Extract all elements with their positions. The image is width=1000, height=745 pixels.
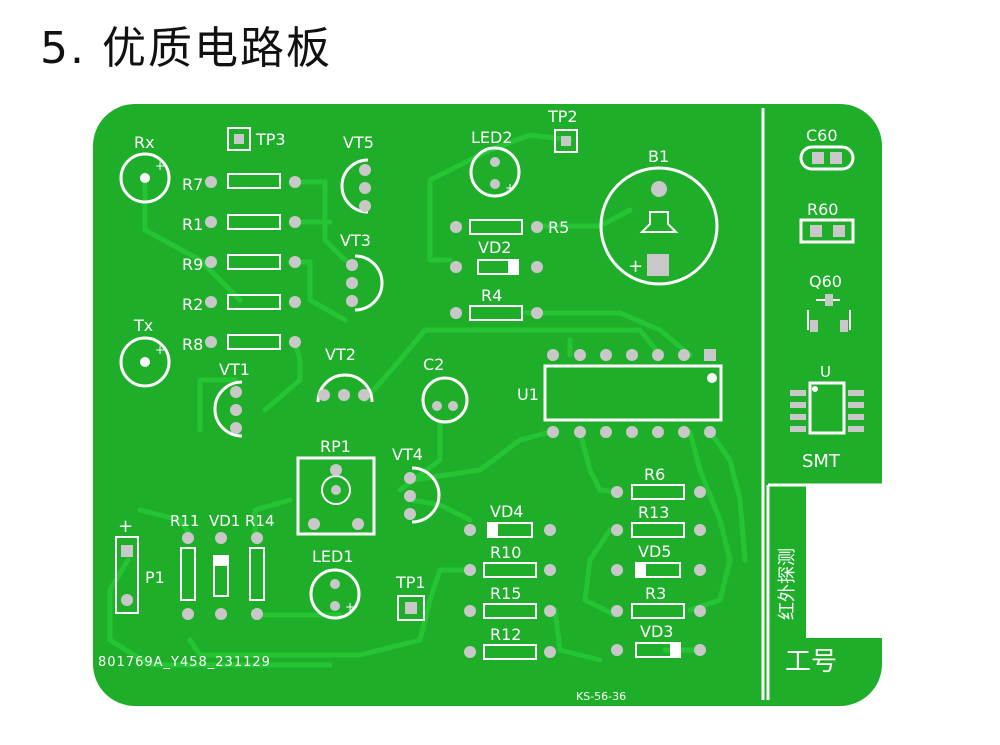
vt5-transistor: VT5 <box>340 133 374 214</box>
svg-text:C2: C2 <box>423 355 444 374</box>
svg-text:R8: R8 <box>182 335 203 354</box>
svg-text:R13: R13 <box>638 503 669 522</box>
u-smd-ic: U SMT <box>790 363 864 472</box>
tp3-testpoint: TP3 <box>227 127 286 151</box>
svg-text:Tx: Tx <box>133 316 153 335</box>
title-block-field <box>806 486 882 638</box>
svg-text:R15: R15 <box>490 584 521 603</box>
svg-text:Q60: Q60 <box>809 272 842 291</box>
svg-text:R9: R9 <box>182 255 203 274</box>
svg-text:VT2: VT2 <box>325 345 356 364</box>
svg-text:R4: R4 <box>481 286 502 305</box>
tp2-testpoint: TP2 <box>547 107 578 153</box>
r15-resistor: R15 <box>464 584 556 619</box>
vd3-diode: VD3 <box>611 622 706 658</box>
p1-power-connector: + P1 <box>115 516 165 614</box>
svg-text:+: + <box>505 181 515 195</box>
r4-resistor: R4 <box>450 286 543 321</box>
svg-text:+: + <box>155 343 165 357</box>
r12-resistor: R12 <box>464 625 556 660</box>
c2-capacitor: C2 <box>421 355 469 424</box>
svg-text:R1: R1 <box>182 215 203 234</box>
title-block-name: 红外探测 <box>777 548 798 620</box>
c60-smd-capacitor: C60 <box>799 126 855 171</box>
r60-smd-resistor: R60 <box>799 200 855 244</box>
svg-text:SMT: SMT <box>802 451 841 472</box>
page-heading: 5. 优质电路板 <box>40 23 332 74</box>
svg-text:R11: R11 <box>170 512 200 530</box>
r11-resistor: R11 <box>170 512 200 620</box>
vt4-transistor: VT4 <box>392 445 441 524</box>
r10-resistor: R10 <box>464 543 556 578</box>
svg-text:R2: R2 <box>182 295 203 314</box>
svg-text:VD3: VD3 <box>640 622 673 641</box>
svg-text:LED1: LED1 <box>312 547 354 566</box>
vt1-transistor: VT1 <box>213 360 250 438</box>
vd5-diode: VD5 <box>611 542 706 578</box>
u1-ic: U1 <box>517 349 723 438</box>
r14-resistor: R14 <box>245 512 275 620</box>
svg-text:R6: R6 <box>644 465 665 484</box>
title-block-id: 工号 <box>785 647 837 677</box>
svg-text:Rx: Rx <box>134 133 155 152</box>
svg-text:B1: B1 <box>648 147 669 166</box>
svg-text:R7: R7 <box>182 175 203 194</box>
vt2-transistor: VT2 <box>316 345 374 403</box>
board-serial: 801769A_Y458_231129 <box>98 655 271 670</box>
svg-text:+: + <box>118 516 133 537</box>
svg-text:VT5: VT5 <box>343 133 374 152</box>
led2-indicator: LED2 + <box>469 128 521 198</box>
svg-text:RP1: RP1 <box>320 437 351 456</box>
svg-text:VD2: VD2 <box>478 238 511 257</box>
svg-text:U: U <box>820 363 831 381</box>
r13-resistor: R13 <box>611 503 706 538</box>
tx-transmitter: Tx + <box>119 316 171 388</box>
svg-text:VD4: VD4 <box>490 502 523 521</box>
b1-buzzer: B1 + <box>599 147 719 286</box>
r5-resistor: R5 <box>450 218 569 237</box>
led1-indicator: LED1 + <box>309 547 361 620</box>
board-substrate <box>93 104 882 706</box>
r3-resistor: R3 <box>611 584 706 619</box>
svg-text:P1: P1 <box>145 568 165 587</box>
svg-text:R60: R60 <box>807 200 838 219</box>
svg-text:LED2: LED2 <box>471 128 513 147</box>
svg-text:+: + <box>155 159 165 173</box>
svg-text:TP1: TP1 <box>395 573 426 592</box>
vd1-diode: VD1 <box>209 512 240 620</box>
svg-text:R12: R12 <box>490 625 521 644</box>
vd2-diode: VD2 <box>450 238 543 275</box>
svg-text:C60: C60 <box>806 126 838 145</box>
svg-text:VT1: VT1 <box>219 360 250 379</box>
r6-resistor: R6 <box>611 465 706 500</box>
svg-text:TP2: TP2 <box>547 107 578 126</box>
svg-text:U1: U1 <box>517 385 539 404</box>
vd4-diode: VD4 <box>464 502 556 538</box>
svg-text:R5: R5 <box>548 218 569 237</box>
board-code: KS-56-36 <box>576 690 626 703</box>
svg-text:VD1: VD1 <box>209 512 240 530</box>
silk-outlines <box>761 108 882 700</box>
vt3-transistor: VT3 <box>340 231 384 312</box>
svg-text:TP3: TP3 <box>255 130 286 149</box>
rx-receiver: Rx + <box>119 133 171 204</box>
svg-text:+: + <box>345 600 355 614</box>
q60-smd-transistor: Q60 <box>807 272 851 332</box>
svg-text:VD5: VD5 <box>638 542 671 561</box>
svg-text:VT3: VT3 <box>340 231 371 250</box>
svg-text:R10: R10 <box>490 543 521 562</box>
svg-text:VT4: VT4 <box>392 445 423 464</box>
svg-text:+: + <box>628 256 643 277</box>
svg-text:R14: R14 <box>245 512 275 530</box>
svg-text:R3: R3 <box>645 584 666 603</box>
resistor-column-left: R7 R1 R9 R2 R8 <box>182 173 301 354</box>
tp1-testpoint: TP1 <box>395 573 426 621</box>
rp1-potentiometer: RP1 <box>296 437 376 536</box>
